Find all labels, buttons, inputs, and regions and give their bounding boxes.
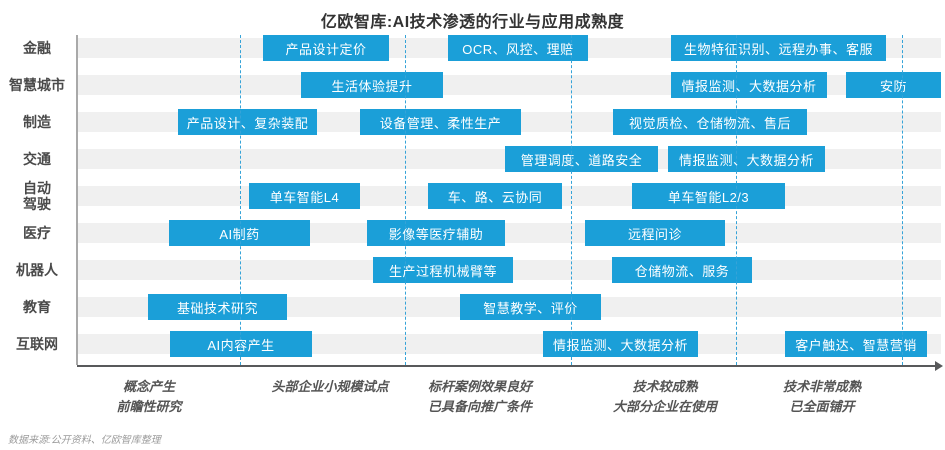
data-source-note: 数据来源:公开资料、亿欧智库整理 <box>8 435 161 446</box>
stage-label: 技术非常成熟 已全面铺开 <box>782 379 862 414</box>
row-label: 智慧城市 <box>9 76 65 93</box>
app-box: 情报监测、大数据分析 <box>671 72 827 98</box>
row-label: 交通 <box>23 150 51 167</box>
app-box: 管理调度、道路安全 <box>505 146 658 172</box>
app-box: 安防 <box>846 72 941 98</box>
app-box: 影像等医疗辅助 <box>367 220 505 246</box>
app-box: 智慧教学、评价 <box>460 294 601 320</box>
row-label: 制造 <box>23 113 51 130</box>
row-label: 金融 <box>23 39 51 56</box>
stage-divider <box>902 35 903 365</box>
app-box: 单车智能L4 <box>249 183 360 209</box>
app-box: AI制药 <box>169 220 310 246</box>
stage-divider <box>240 35 241 365</box>
stage-divider <box>405 35 406 365</box>
app-box: 产品设计、复杂装配 <box>178 109 317 135</box>
app-box: 基础技术研究 <box>148 294 287 320</box>
app-box: 车、路、云协同 <box>428 183 562 209</box>
chart-title: 亿欧智库:AI技术渗透的行业与应用成熟度 <box>320 14 625 31</box>
x-axis-line <box>77 365 936 367</box>
app-box: 设备管理、柔性生产 <box>360 109 521 135</box>
app-box: 情报监测、大数据分析 <box>668 146 825 172</box>
app-box: 生产过程机械臂等 <box>373 257 513 283</box>
app-box: 客户触达、智慧营销 <box>785 331 927 357</box>
app-box: 生活体验提升 <box>301 72 443 98</box>
stage-label: 概念产生 前瞻性研究 <box>116 379 182 414</box>
app-box: 单车智能L2/3 <box>632 183 785 209</box>
row-label: 互联网 <box>16 335 58 352</box>
stage-label: 头部企业小规模试点 <box>271 379 389 394</box>
app-box: AI内容产生 <box>170 331 312 357</box>
row-label: 教育 <box>23 298 51 315</box>
row-label: 医疗 <box>23 224 51 241</box>
stage-label: 标杆案例效果良好 已具备向推广条件 <box>427 379 533 414</box>
app-box: 远程问诊 <box>585 220 725 246</box>
row-label: 机器人 <box>16 261 58 278</box>
stage-label: 技术较成熟 大部分企业在使用 <box>612 379 718 414</box>
app-box: 生物特征识别、远程办事、客服 <box>671 35 886 61</box>
y-axis-line <box>76 35 78 365</box>
row-label: 自动 驾驶 <box>23 179 51 212</box>
x-axis-arrow-icon <box>935 361 943 371</box>
app-box: 仓储物流、服务 <box>612 257 752 283</box>
app-box: 产品设计定价 <box>263 35 389 61</box>
stage-divider <box>571 35 572 365</box>
app-box: OCR、风控、理赔 <box>448 35 588 61</box>
stage-divider <box>736 35 737 365</box>
app-box: 情报监测、大数据分析 <box>543 331 698 357</box>
app-box: 视觉质检、仓储物流、售后 <box>613 109 807 135</box>
